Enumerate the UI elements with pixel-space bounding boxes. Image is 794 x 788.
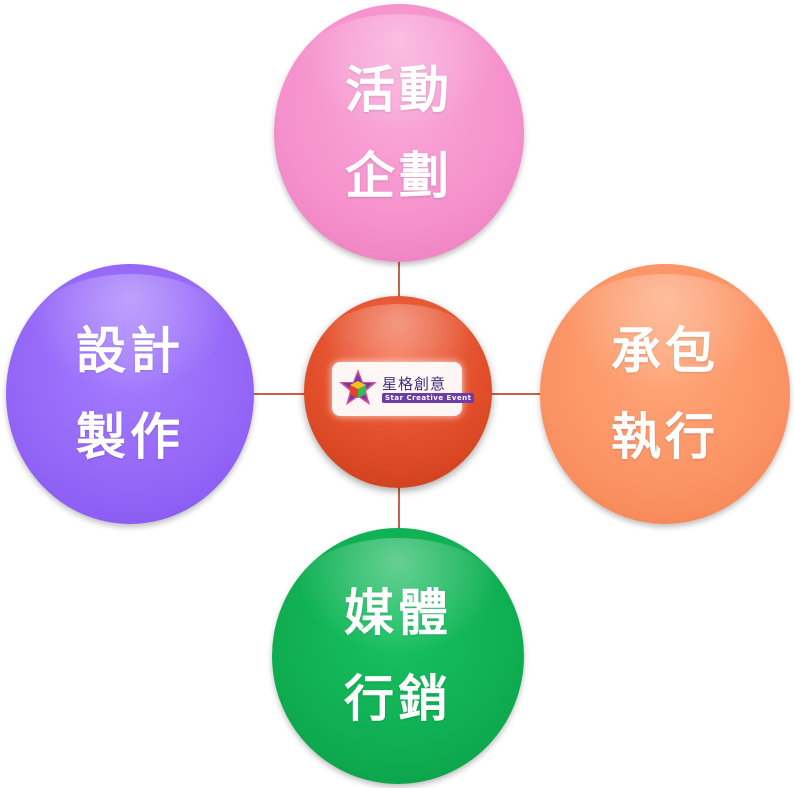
node-event-planning[interactable]: 活動 企劃 [274,4,524,262]
node-left-line1: 設計 [76,322,184,380]
company-logo: 星格創意 Star Creative Event [332,362,475,416]
logo-subtitle: Star Creative Event [382,393,475,403]
node-center-logo[interactable]: 星格創意 Star Creative Event [304,296,492,488]
node-top-line2: 企劃 [345,147,453,205]
logo-title: 星格創意 [382,375,447,393]
node-contract-execution[interactable]: 承包 執行 [540,264,790,524]
node-bottom-line1: 媒體 [344,584,452,642]
node-top-line1: 活動 [345,61,453,119]
node-left-line2: 製作 [76,408,184,466]
node-right-line2: 執行 [611,408,719,466]
node-right-line1: 承包 [611,322,719,380]
node-design-production[interactable]: 設計 製作 [6,264,254,524]
node-bottom-line2: 行銷 [344,670,452,728]
node-media-marketing[interactable]: 媒體 行銷 [272,528,524,784]
star-cube-logo-icon [339,369,377,405]
